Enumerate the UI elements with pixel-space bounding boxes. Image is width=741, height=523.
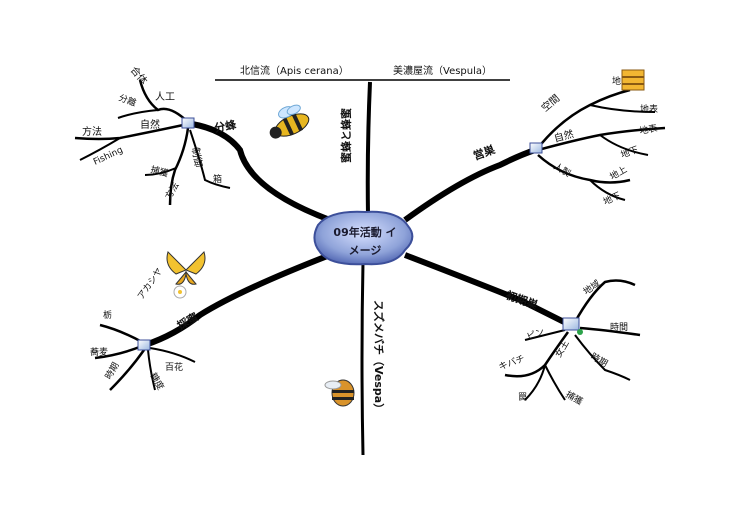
label-shokisu: 初期巣 — [504, 288, 541, 313]
saimitsu-tousei: 糖度 — [147, 371, 166, 393]
shokisu-pin: ピン — [525, 326, 546, 342]
bunpou-fishing: Fishing — [92, 145, 125, 167]
bunpou-bokaku: 捕獲 — [149, 163, 170, 179]
bunpou-bunri: 分離 — [117, 92, 138, 109]
eisou-jinsei: 人製 — [552, 160, 574, 179]
bunpou-goutai: 合体 — [128, 64, 151, 88]
branch-saimitsu — [144, 252, 332, 348]
eisou-kuukan: 空間 — [539, 91, 563, 114]
branch-eisou — [403, 147, 536, 223]
vertical-divider-bottom — [360, 261, 365, 456]
bunpou-jinko: 人工 — [155, 91, 175, 103]
shokisu-jiki: 時期 — [589, 351, 610, 370]
eisou-subtree — [537, 88, 666, 201]
header-left: 北信流（Apis cerana） — [240, 64, 349, 77]
bunpou-houhou: 方法 — [82, 125, 102, 138]
bunpou-hako: 箱 — [213, 173, 222, 185]
bunpou-houhou2: 方法 — [162, 180, 181, 202]
shokisu-chiiki: 地域 — [581, 277, 603, 297]
label-bunpou: 分蜂 — [213, 117, 238, 135]
saimitsu-hyakka: 百花 — [165, 361, 183, 373]
divider-label-top: 蜜蜂と蜂蜜 — [339, 108, 353, 163]
vertical-divider-top — [365, 81, 372, 216]
butterfly-icon — [166, 251, 206, 299]
center-node[interactable]: 09年活動 イ メージ — [313, 210, 414, 266]
shokisu-subtree — [504, 279, 641, 401]
center-title-2: メージ — [349, 244, 382, 257]
bee-icon — [269, 104, 310, 139]
shokisu-kibachi: キバチ — [497, 353, 526, 373]
shokisu-sumi: 捕獲 — [564, 388, 586, 407]
shokisu-ura: 罠 — [518, 392, 527, 403]
center-title-1: 09年活動 イ — [333, 225, 396, 239]
bunpou-seigyo: 制御 — [189, 146, 205, 168]
shokisu-jikan: 時間 — [610, 322, 628, 333]
eisou-chi: 地 — [612, 75, 621, 87]
node-icon — [137, 117, 583, 351]
saimitsu-tochi: 栃 — [103, 309, 112, 321]
eisou-chika: 地下 — [619, 143, 640, 160]
branch-shokisu — [403, 252, 572, 328]
hornet-icon — [324, 379, 355, 407]
bunpou-subtree — [74, 79, 231, 206]
header-right: 美濃屋流（Vespula） — [393, 64, 492, 77]
label-saimitsu: 採蜜 — [175, 309, 201, 332]
bunpou-shizen: 自然 — [140, 118, 160, 131]
eisou-chihyou2: 地表 — [638, 122, 658, 137]
label-eisou: 営巣 — [471, 142, 497, 163]
saimitsu-soba: 蕎麦 — [90, 346, 108, 358]
saimitsu-akashiya: アカシヤ — [135, 266, 165, 302]
divider-label-bottom: スズメバチ（Vespa） — [372, 300, 386, 414]
saimitsu-jikki: 時期 — [103, 360, 122, 381]
eisou-chihyou: 地表 — [640, 103, 658, 115]
beehive-icon — [621, 69, 645, 91]
branch-bunpou — [191, 121, 332, 223]
